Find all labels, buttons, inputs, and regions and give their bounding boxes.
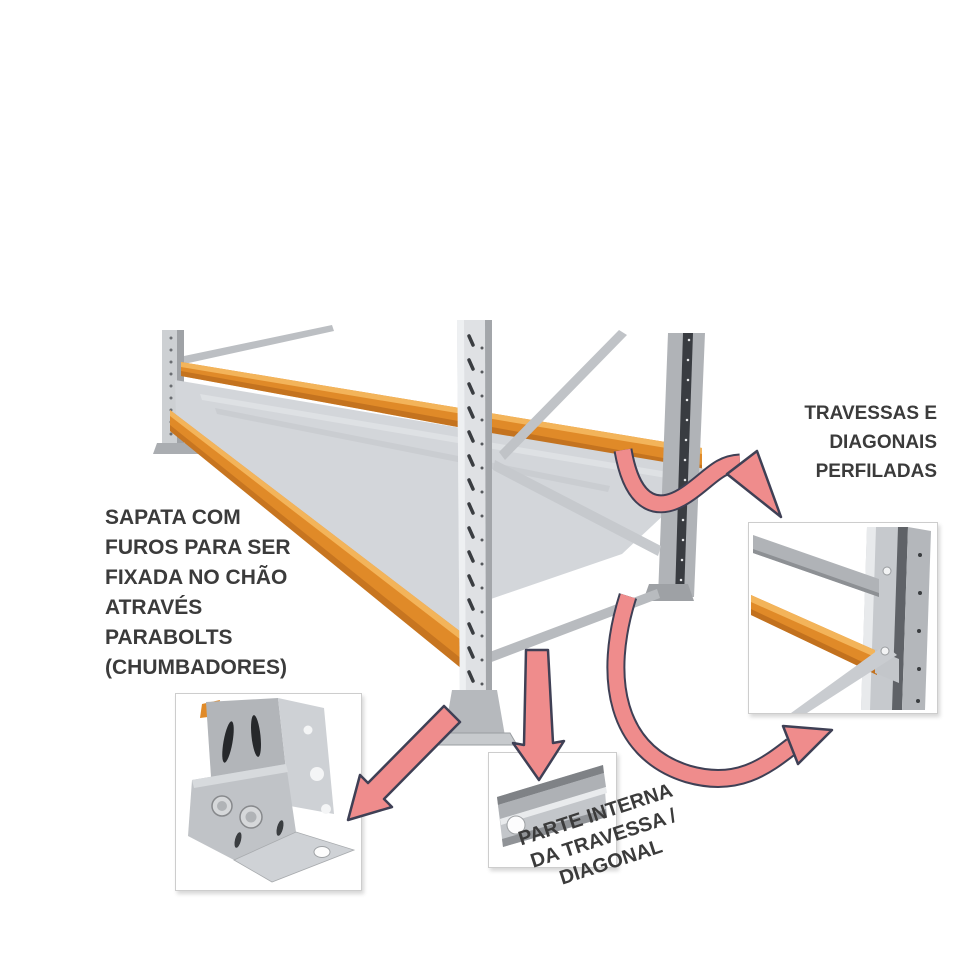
diagonal-bottom <box>791 645 897 713</box>
label-line: TRAVESSAS E <box>804 403 937 424</box>
label-sapata: SAPATA COM FUROS PARA SER FIXADA NO CHÃO… <box>105 503 335 683</box>
brace-bottom <box>487 589 660 663</box>
label-line: (CHUMBADORES) <box>105 656 287 679</box>
label-line: FIXADA NO CHÃO <box>105 566 288 589</box>
inner-beam-image <box>497 765 607 847</box>
callout-beam-diagonal-detail <box>748 522 938 714</box>
callout-foot-detail <box>175 693 362 891</box>
anchor-bolts <box>211 795 263 829</box>
brace-diagonal-top <box>499 330 627 460</box>
base-plate <box>233 831 356 883</box>
beam-hole <box>506 815 526 835</box>
label-line: PARABOLTS <box>105 626 233 649</box>
beam-profile-orange <box>751 595 877 675</box>
callout-inner-beam-detail <box>488 752 617 868</box>
foot-detail-image <box>188 698 356 883</box>
brace-top-left <box>184 325 334 364</box>
label-line: PERFILADAS <box>815 461 937 482</box>
beam-diagonal-image <box>751 527 931 713</box>
label-line: DIAGONAIS <box>829 432 937 453</box>
label-line: FUROS PARA SER <box>105 536 291 559</box>
diagonal-top <box>753 535 879 597</box>
label-travessas: TRAVESSAS E DIAGONAIS PERFILADAS <box>770 399 937 486</box>
label-line: SAPATA COM <box>105 506 241 529</box>
anchor-hole <box>313 846 331 858</box>
label-line: ATRAVÉS <box>105 596 203 619</box>
brace-diagonal-mid <box>493 460 661 556</box>
upright-front-middle <box>430 320 518 746</box>
foot-front-middle <box>430 690 518 746</box>
beam-front <box>170 410 478 682</box>
